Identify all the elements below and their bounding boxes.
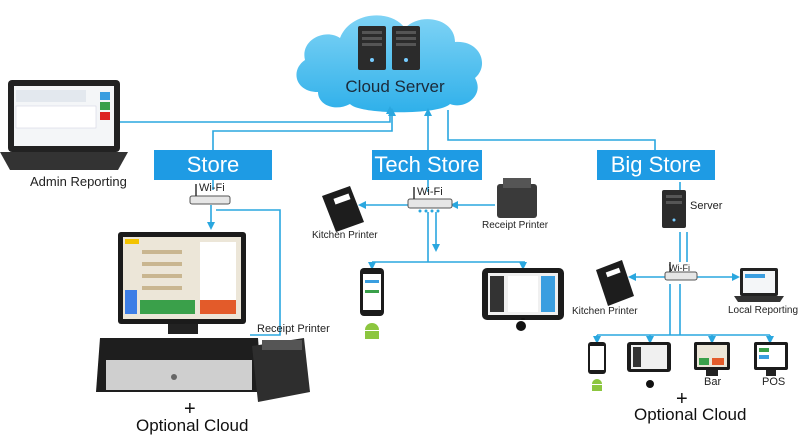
big-kitchen-printer-icon: [596, 260, 634, 306]
bar-label: Bar: [704, 376, 722, 388]
big-kitchen-printer-label: Kitchen Printer: [572, 306, 638, 317]
tech-receipt-printer-label: Receipt Printer: [482, 220, 549, 231]
tech-store-label: Tech Store: [374, 152, 480, 177]
store-plus-sign: +: [184, 398, 196, 420]
bar-terminal-icon: [694, 342, 730, 376]
store-receipt-printer-label: Receipt Printer: [257, 323, 330, 335]
big-store-tablet-icon: [627, 342, 671, 372]
pos-terminal-small-icon: [754, 342, 788, 376]
admin-laptop-icon: [0, 80, 128, 170]
pos-label: POS: [762, 376, 786, 388]
big-store-wifi-router-icon: [664, 262, 698, 281]
big-store-server-icon: [662, 190, 686, 228]
big-store-box: Big Store: [597, 150, 715, 180]
store-label: Store: [186, 152, 240, 177]
admin-reporting-label: Admin Reporting: [30, 174, 127, 189]
tech-kitchen-printer-label: Kitchen Printer: [312, 230, 378, 241]
big-store-phone-icon: [588, 342, 606, 374]
store-optional-cloud-label: Optional Cloud: [136, 416, 249, 435]
tech-store-wifi-router-icon: [407, 187, 453, 213]
android-phone-icon: [360, 268, 384, 316]
big-store-apple-logo-icon: [646, 380, 654, 388]
tech-kitchen-printer-icon: [322, 186, 364, 232]
big-store-optional-cloud-label: Optional Cloud: [634, 405, 747, 424]
store-box: Store: [154, 150, 272, 180]
tech-store-box: Tech Store: [372, 150, 482, 180]
server-label: Server: [690, 200, 723, 212]
pos-terminal-icon: [96, 232, 262, 392]
local-reporting-label: Local Reporting: [728, 305, 799, 316]
tech-wifi-label: Wi-Fi: [417, 186, 443, 198]
big-store-plus-sign: +: [676, 388, 688, 410]
tech-receipt-printer-icon: [497, 178, 537, 218]
cloud-server-icon: [296, 15, 483, 113]
cloud-server-label: Cloud Server: [345, 77, 445, 96]
store-wifi-label: Wi-Fi: [199, 182, 225, 194]
big-store-label: Big Store: [610, 152, 702, 177]
connection-lines: [120, 106, 774, 344]
local-reporting-laptop-icon: [734, 268, 784, 302]
android-logo-icon: [365, 323, 379, 339]
store-wifi-router-icon: [189, 184, 231, 205]
big-wifi-label: Wi-Fi: [669, 263, 690, 273]
store-receipt-printer-icon: [252, 338, 310, 402]
big-store-android-logo-icon: [592, 379, 602, 391]
apple-logo-icon: [516, 318, 526, 331]
ipad-icon: [482, 268, 564, 320]
